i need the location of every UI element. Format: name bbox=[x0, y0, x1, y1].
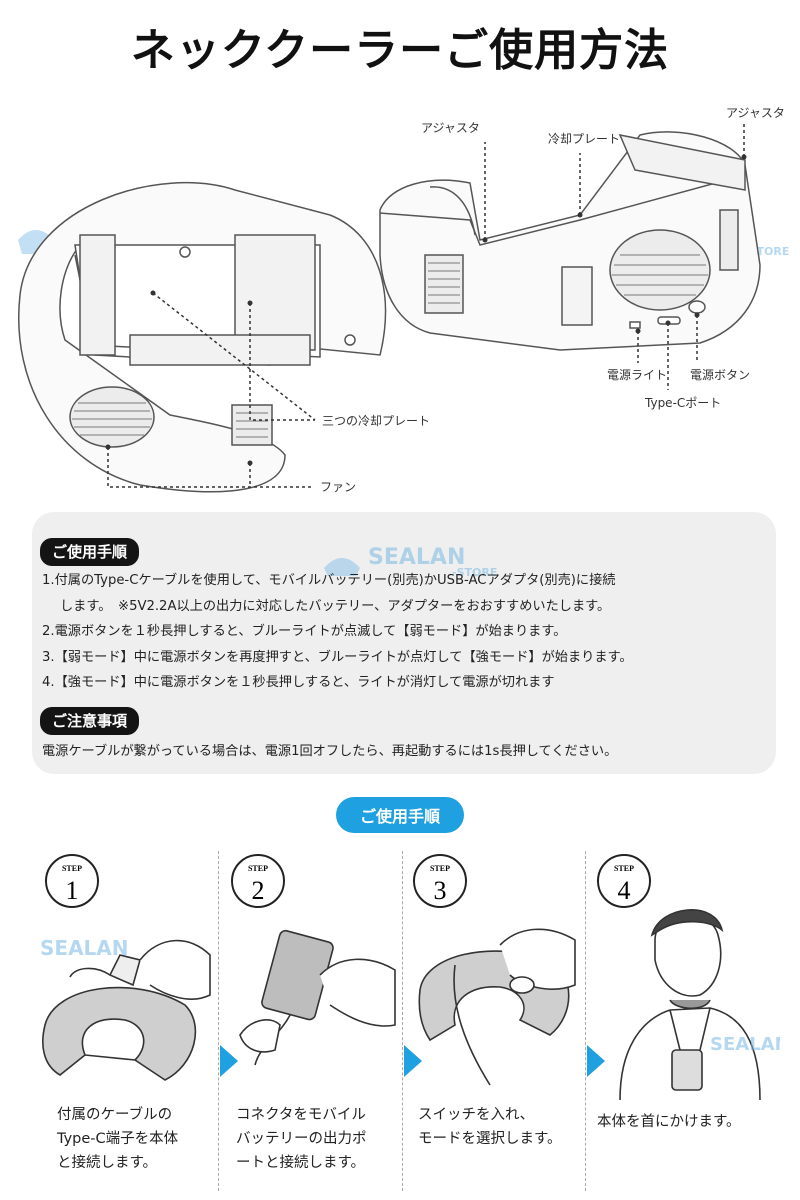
steps-section: STEP 1 STEP 2 STEP 3 STEP 4 SEALAN bbox=[0, 845, 800, 1200]
step-arrow-icon bbox=[587, 1045, 605, 1077]
label-cooling-plate: 冷却プレート bbox=[548, 132, 620, 146]
step-1-caption: 付属のケーブルの Type-C端子を本体 と接続します。 bbox=[57, 1107, 179, 1171]
label-power-button: 電源ボタン bbox=[690, 368, 750, 382]
notes-heading: ご注意事項 bbox=[40, 707, 140, 735]
svg-text:1: 1 bbox=[66, 876, 79, 905]
label-three-cooling-plates: 三つの冷却プレート bbox=[322, 414, 430, 428]
label-power-light: 電源ライト bbox=[607, 368, 667, 382]
step-arrow-icon bbox=[404, 1045, 422, 1077]
svg-text:STEP: STEP bbox=[248, 864, 268, 873]
watermark-brand: SEALAN bbox=[710, 1034, 780, 1055]
svg-text:STEP: STEP bbox=[614, 864, 634, 873]
device-top-view bbox=[18, 182, 387, 493]
label-typec-port: Type-Cポート bbox=[644, 396, 721, 410]
product-diagram: SEALAN -STORE SEALAN -STORE bbox=[18, 106, 789, 494]
label-adjuster-left: アジャスタ bbox=[421, 121, 480, 135]
svg-text:SEALAN: SEALAN bbox=[368, 545, 465, 570]
step-badge-4: STEP 4 bbox=[597, 854, 651, 908]
step-2-illustration bbox=[239, 929, 396, 1066]
watermark-logo: SEALAN -STORE bbox=[324, 545, 497, 578]
steps-pill: ご使用手順 bbox=[336, 797, 464, 833]
svg-text:4: 4 bbox=[618, 876, 631, 905]
step-4-illustration: SEALAN bbox=[619, 909, 780, 1100]
device-side-view bbox=[379, 131, 761, 351]
instruction-line: します。 ※5V2.2A以上の出力に対応したバッテリー、アダプターをおおすすめい… bbox=[60, 598, 611, 614]
label-adjuster-right: アジャスタ bbox=[726, 106, 785, 120]
instructions-list: 1.付属のType-Cケーブルを使用して、モバイルバッテリー(別売)かUSB-A… bbox=[42, 568, 770, 696]
svg-text:3: 3 bbox=[434, 876, 447, 905]
label-fan: ファン bbox=[320, 480, 356, 494]
instruction-line: 4.【強モード】中に電源ボタンを１秒長押しすると、ライトが消灯して電源が切れます bbox=[42, 675, 555, 690]
notes-text: 電源ケーブルが繋がっている場合は、電源1回オフしたら、再起動するには1s長押して… bbox=[42, 744, 618, 759]
step-divider bbox=[585, 851, 586, 1191]
instructions-panel: SEALAN -STORE ご使用手順 1.付属のType-Cケーブルを使用して… bbox=[32, 512, 776, 774]
instruction-line: 2.電源ボタンを１秒長押しすると、ブルーライトが点滅して【弱モード】が始まります… bbox=[42, 624, 567, 639]
step-badge-1: STEP 1 bbox=[45, 854, 99, 908]
svg-text:STEP: STEP bbox=[62, 864, 82, 873]
instruction-line: 3.【弱モード】中に電源ボタンを再度押すと、ブルーライトが点灯して【強モード】が… bbox=[42, 649, 633, 665]
step-1-illustration: SEALAN bbox=[40, 936, 211, 1081]
svg-text:2: 2 bbox=[252, 876, 265, 905]
step-3-illustration bbox=[418, 928, 576, 1086]
step-divider bbox=[402, 851, 403, 1191]
step-badge-3: STEP 3 bbox=[413, 854, 467, 908]
step-4-caption: 本体を首にかけます。 bbox=[597, 1114, 741, 1130]
step-badge-2: STEP 2 bbox=[231, 854, 285, 908]
instruction-line: 1.付属のType-Cケーブルを使用して、モバイルバッテリー(別売)かUSB-A… bbox=[42, 573, 616, 588]
step-3-caption: スイッチを入れ、 モードを選択します。 bbox=[418, 1107, 562, 1147]
instructions-heading: ご使用手順 bbox=[40, 538, 140, 566]
svg-text:-STORE: -STORE bbox=[452, 566, 497, 578]
step-arrow-icon bbox=[220, 1045, 238, 1077]
step-divider bbox=[218, 851, 219, 1191]
page-title: ネッククーラーご使用方法 bbox=[130, 25, 670, 76]
watermark-brand: SEALAN bbox=[40, 936, 129, 960]
step-2-caption: コネクタをモバイル バッテリーの出力ポ ートと接続します。 bbox=[236, 1107, 367, 1171]
svg-text:STEP: STEP bbox=[430, 864, 450, 873]
